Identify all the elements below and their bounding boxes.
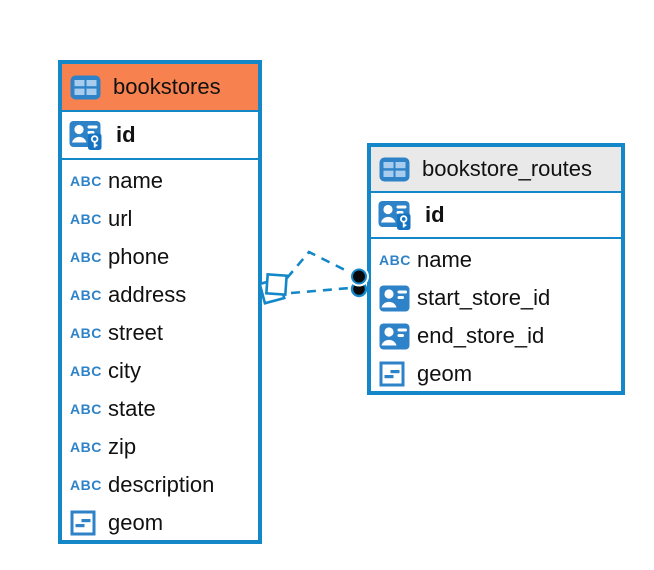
- column-row[interactable]: ABC description: [62, 466, 258, 504]
- text-type-icon: ABC: [70, 173, 102, 189]
- table-bookstore-routes-header[interactable]: bookstore_routes: [371, 147, 621, 191]
- column-label: geom: [417, 361, 473, 386]
- column-row[interactable]: start_store_id: [371, 279, 621, 317]
- column-label: description: [108, 472, 215, 497]
- column-label: phone: [108, 244, 170, 269]
- source-anchor-squares[interactable]: [258, 272, 289, 305]
- column-row[interactable]: end_store_id: [371, 317, 621, 355]
- column-label: end_store_id: [417, 323, 545, 348]
- column-row[interactable]: ABC city: [62, 352, 258, 390]
- column-row[interactable]: ABC street: [62, 314, 258, 352]
- primary-key-icon: [378, 200, 416, 231]
- text-type-icon: ABC: [70, 363, 102, 379]
- column-label: state: [108, 396, 156, 421]
- text-type-icon: ABC: [70, 477, 102, 493]
- column-label: street: [108, 320, 164, 345]
- column-row[interactable]: geom: [371, 355, 621, 393]
- column-row[interactable]: ABC state: [62, 390, 258, 428]
- columns-list: ABC name ABC url ABC phone ABC address A…: [62, 160, 258, 542]
- column-label: start_store_id: [417, 285, 551, 310]
- text-type-icon: ABC: [70, 211, 102, 227]
- column-label: address: [108, 282, 187, 307]
- column-row[interactable]: ABC name: [62, 162, 258, 200]
- divider: [371, 237, 621, 239]
- reference-column-icon: [379, 285, 417, 312]
- geometry-type-icon: [379, 361, 417, 387]
- column-row[interactable]: ABC address: [62, 276, 258, 314]
- column-label: name: [108, 168, 164, 193]
- column-label: id: [425, 202, 445, 227]
- table-title: bookstores: [113, 74, 221, 99]
- column-row-id[interactable]: id: [62, 112, 258, 158]
- table-bookstores[interactable]: bookstores id ABC: [58, 60, 262, 544]
- geometry-type-icon: [70, 510, 108, 536]
- column-row[interactable]: ABC phone: [62, 238, 258, 276]
- text-type-icon: ABC: [70, 439, 102, 455]
- text-type-icon: ABC: [70, 249, 102, 265]
- divider: [371, 191, 621, 193]
- relationship-line-upper[interactable]: [286, 250, 352, 279]
- column-row[interactable]: ABC zip: [62, 428, 258, 466]
- columns-list: ABC name start_store_id: [371, 239, 621, 393]
- table-bookstores-header[interactable]: bookstores: [62, 64, 258, 110]
- column-row-id[interactable]: id: [371, 193, 621, 237]
- text-type-icon: ABC: [70, 401, 102, 417]
- table-title: bookstore_routes: [422, 156, 592, 181]
- relationship-line-lower[interactable]: [290, 286, 351, 295]
- divider: [62, 110, 258, 112]
- column-label: city: [108, 358, 141, 383]
- divider: [62, 158, 258, 160]
- target-anchor-dots[interactable]: [349, 266, 369, 298]
- column-label: url: [108, 206, 133, 231]
- column-label: name: [417, 247, 473, 272]
- column-label: id: [116, 122, 136, 147]
- column-row[interactable]: geom: [62, 504, 258, 542]
- text-type-icon: ABC: [70, 287, 102, 303]
- table-icon: [70, 75, 104, 100]
- column-label: zip: [108, 434, 137, 459]
- column-row[interactable]: ABC name: [371, 241, 621, 279]
- table-icon: [379, 157, 413, 182]
- text-type-icon: ABC: [379, 252, 411, 268]
- primary-key-icon: [69, 120, 107, 151]
- table-bookstore-routes[interactable]: bookstore_routes id: [367, 143, 625, 395]
- reference-column-icon: [379, 323, 417, 350]
- column-label: geom: [108, 510, 164, 535]
- column-row[interactable]: ABC url: [62, 200, 258, 238]
- text-type-icon: ABC: [70, 325, 102, 341]
